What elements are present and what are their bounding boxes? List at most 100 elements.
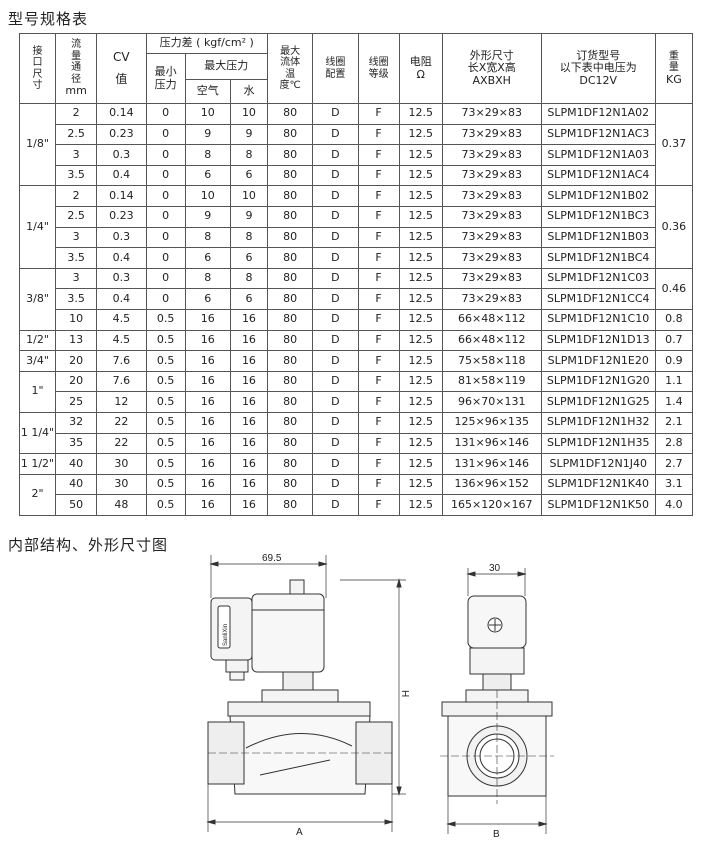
cell-min: 0.5 (145, 432, 186, 455)
cell-dim: 73×29×83 (441, 247, 542, 269)
port-size-cell: 1 1/4" (19, 411, 56, 455)
cell-temp: 80 (266, 164, 314, 187)
cell-water: 8 (229, 144, 268, 166)
cell-water: 16 (229, 473, 268, 496)
coil-brand-label: SanliXin (223, 624, 229, 646)
cell-model: SLPM1DF12N1B03 (540, 226, 656, 249)
cell-dia: 2.5 (54, 123, 98, 146)
weight-cell: 4.0 (654, 494, 694, 516)
weight-cell: 2.7 (654, 453, 694, 475)
cell-min: 0 (145, 226, 186, 249)
cell-cfg: D (312, 411, 359, 434)
cell-cfg: D (312, 247, 359, 269)
cell-dia: 3.5 (54, 288, 98, 310)
cell-temp: 80 (266, 123, 314, 146)
cell-cv: 30 (96, 453, 147, 475)
cell-dia: 3.5 (54, 164, 98, 187)
cell-cv: 0.3 (96, 144, 147, 166)
cell-temp: 80 (266, 473, 314, 496)
cell-model: SLPM1DF12N1E20 (540, 350, 656, 372)
cell-temp: 80 (266, 103, 314, 125)
cell-cfg: D (312, 453, 359, 475)
cell-dim: 131×96×146 (441, 432, 542, 455)
cell-model: SLPM1DF12N1BC3 (540, 205, 656, 228)
cell-res: 12.5 (398, 185, 443, 207)
cell-min: 0 (145, 164, 186, 187)
cell-dia: 13 (54, 329, 98, 352)
weight-cell: 3.1 (654, 473, 694, 496)
weight-cell: 0.9 (654, 350, 694, 372)
cell-cv: 7.6 (96, 370, 147, 393)
cell-air: 6 (184, 247, 231, 269)
cell-min: 0 (145, 123, 186, 146)
cell-min: 0 (145, 185, 186, 207)
weight-cell: 0.37 (654, 102, 694, 187)
cell-dia: 2.5 (54, 205, 98, 228)
cell-grade: F (357, 164, 400, 187)
cell-min: 0 (145, 267, 186, 290)
cell-res: 12.5 (398, 473, 443, 496)
cell-min: 0.5 (145, 411, 186, 434)
cell-air: 16 (184, 411, 231, 434)
cell-cfg: D (312, 329, 359, 352)
cell-grade: F (357, 391, 400, 413)
port-size-cell: 1" (19, 370, 56, 413)
cell-cv: 0.14 (96, 185, 147, 207)
cell-dim: 136×96×152 (441, 473, 542, 496)
port-size-cell: 1/4" (19, 185, 56, 269)
cell-res: 12.5 (398, 329, 443, 352)
cell-cv: 22 (96, 432, 147, 455)
cell-res: 12.5 (398, 288, 443, 310)
cell-cv: 12 (96, 391, 147, 413)
cell-grade: F (357, 350, 400, 372)
cell-res: 12.5 (398, 144, 443, 166)
header-max-temp: 最大流体温度℃ (266, 33, 314, 104)
cell-min: 0 (145, 205, 186, 228)
cell-grade: F (357, 432, 400, 455)
dim-width-label: 69.5 (262, 553, 282, 564)
cell-cv: 0.23 (96, 123, 147, 146)
cell-grade: F (357, 185, 400, 207)
cell-temp: 80 (266, 288, 314, 310)
cell-cfg: D (312, 267, 359, 290)
cell-dim: 73×29×83 (441, 123, 542, 146)
cell-air: 6 (184, 164, 231, 187)
cell-dia: 2 (54, 185, 98, 207)
cell-grade: F (357, 267, 400, 290)
cell-air: 16 (184, 473, 231, 496)
cell-cv: 0.23 (96, 205, 147, 228)
cell-cfg: D (312, 226, 359, 249)
cell-air: 16 (184, 350, 231, 372)
port-size-cell: 1/2" (19, 329, 56, 352)
cell-cfg: D (312, 350, 359, 372)
cell-dim: 66×48×112 (441, 329, 542, 352)
cell-dia: 50 (54, 494, 98, 516)
cell-dia: 25 (54, 391, 98, 413)
cell-air: 16 (184, 329, 231, 352)
header-air: 空气 (184, 79, 231, 104)
cell-min: 0 (145, 288, 186, 310)
cell-grade: F (357, 370, 400, 393)
cell-cv: 48 (96, 494, 147, 516)
port-size-cell: 3/8" (19, 267, 56, 331)
cell-water: 16 (229, 370, 268, 393)
cell-air: 16 (184, 453, 231, 475)
cell-water: 9 (229, 205, 268, 228)
cell-grade: F (357, 411, 400, 434)
cell-res: 12.5 (398, 267, 443, 290)
cell-cv: 0.4 (96, 247, 147, 269)
